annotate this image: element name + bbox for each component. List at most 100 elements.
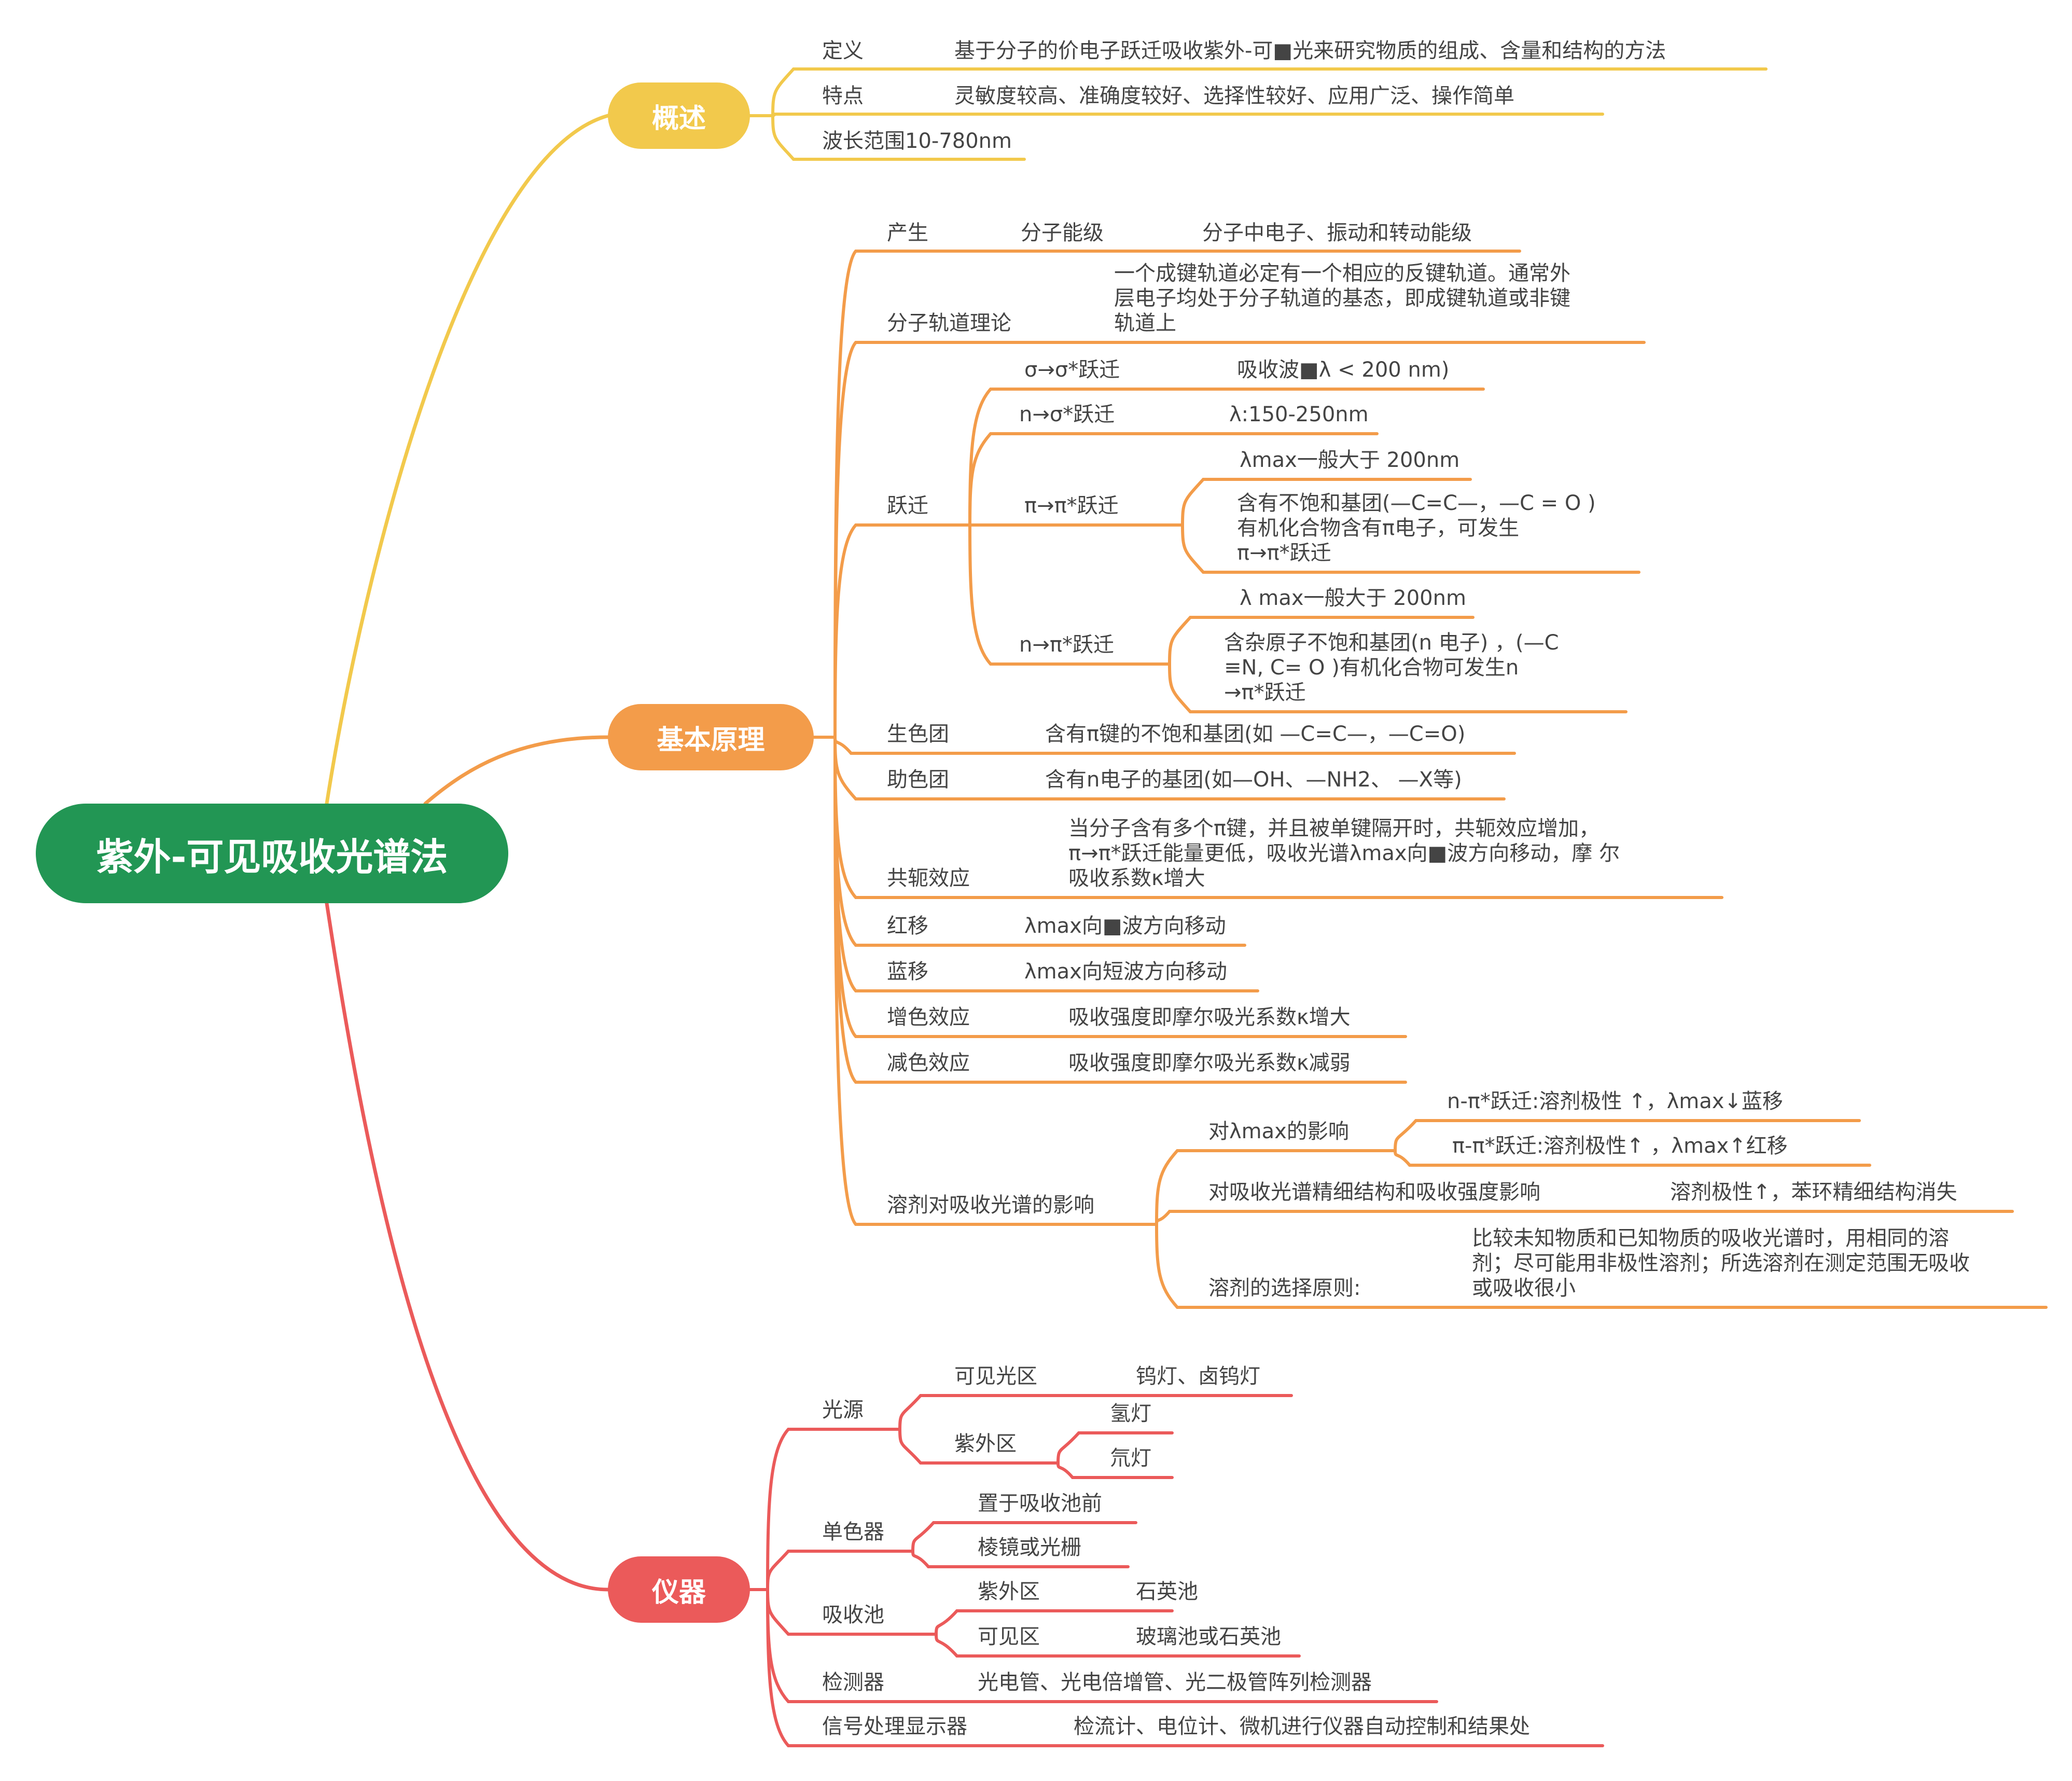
- instrument-leaf-line: [1056, 1461, 1174, 1479]
- instrument-sub-value: 钨灯、卤钨灯: [1136, 1364, 1260, 1388]
- node-instrument[interactable]: 仪器: [608, 1556, 750, 1623]
- principle-row-line: [833, 736, 1158, 1226]
- instrument-sub-line: [911, 1550, 1130, 1568]
- principle-value: 当分子含有多个π键，并且被单键隔开时，共轭效应增加，: [1068, 817, 1600, 840]
- instrument-sub-value: 石英池: [1136, 1580, 1198, 1604]
- transition-item-value: λ:150-250nm: [1229, 403, 1369, 426]
- principle-value: 含有n电子的基团(如—OH、—NH2、 —X等): [1045, 768, 1462, 792]
- principle-value: 层电子均处于分子轨道的基态，即成键轨道或非键: [1114, 286, 1570, 310]
- transition-detail-line: [1168, 662, 1628, 713]
- instrument-row-line: [766, 1588, 1604, 1747]
- transition-item-label: n→σ*跃迁: [1019, 403, 1115, 426]
- transition-detail: →π*跃迁: [1224, 681, 1306, 705]
- instrument-sub-label: 紫外区: [978, 1580, 1040, 1604]
- node-overview[interactable]: 概述: [608, 82, 750, 149]
- instrument-sub-label: 棱镜或光栅: [978, 1536, 1081, 1559]
- overview-row-line: [771, 67, 1768, 117]
- instrument-row-line: [766, 1550, 914, 1591]
- branch-principle: [423, 735, 610, 806]
- transition-detail-line: [1181, 523, 1640, 574]
- transition-detail: λmax一般大于 200nm: [1240, 448, 1460, 472]
- transition-row-line: [968, 523, 1171, 666]
- solvent-lambda-line: [1394, 1149, 1871, 1167]
- root-node[interactable]: 紫外-可见吸收光谱法: [36, 804, 508, 903]
- principle-label: 红移: [887, 914, 928, 938]
- solvent-label: 溶剂对吸收光谱的影响: [887, 1193, 1094, 1217]
- instrument-sub-label: 可见区: [978, 1625, 1040, 1649]
- principle-label: 分子轨道理论: [887, 311, 1011, 335]
- transition-detail: π→π*跃迁: [1237, 541, 1331, 565]
- solvent-fine-label: 对吸收光谱精细结构和吸收强度影响: [1208, 1180, 1540, 1204]
- instrument-label: 吸收池: [822, 1603, 884, 1627]
- instrument-sub-value: 玻璃池或石英池: [1136, 1625, 1281, 1649]
- principle-value: 分子中电子、振动和转动能级: [1202, 221, 1472, 245]
- instrument-label: 光源: [822, 1398, 864, 1422]
- instrument-label: 单色器: [822, 1520, 884, 1544]
- transition-row-line: [968, 432, 1379, 527]
- transition-label: 跃迁: [887, 494, 928, 518]
- instrument-sub-line: [935, 1609, 1174, 1636]
- solvent-lambda-item: π-π*跃迁:溶剂极性↑ ，λmax↑红移: [1452, 1134, 1788, 1158]
- principle-label: 生色团: [887, 722, 949, 746]
- principle-value: 吸收强度即摩尔吸光系数κ增大: [1068, 1005, 1351, 1029]
- principle-label: 增色效应: [887, 1005, 970, 1029]
- transition-item-label: π→π*跃迁: [1024, 494, 1119, 518]
- solvent-choice-label: 溶剂的选择原则:: [1208, 1276, 1361, 1300]
- branch-overview: [325, 114, 610, 806]
- solvent-choice-value: 剂；尽可能用非极性溶剂；所选溶剂在测定范围无吸收: [1472, 1251, 1970, 1275]
- instrument-sub-line: [898, 1394, 1293, 1431]
- principle-sublabel: 分子能级: [1021, 221, 1104, 245]
- node-principle[interactable]: 基本原理: [608, 704, 814, 770]
- transition-item-label: n→π*跃迁: [1019, 633, 1114, 657]
- transition-detail: ≡N, C= O )有机化合物可发生n: [1224, 656, 1519, 680]
- transition-detail-line: [1168, 616, 1475, 666]
- instrument-sub-label: 置于吸收池前: [978, 1492, 1102, 1515]
- instrument-sub-line: [898, 1428, 1060, 1465]
- instrument-value: 光电管、光电倍增管、光二极管阵列检测器: [978, 1670, 1372, 1694]
- solvent-row-line: [1155, 1210, 2014, 1226]
- principle-value: 吸收系数κ增大: [1068, 866, 1205, 890]
- instrument-sub-label: 可见光区: [954, 1364, 1037, 1388]
- instrument-sub-line: [911, 1521, 1137, 1553]
- instrument-sub-label: 紫外区: [954, 1432, 1017, 1456]
- solvent-choice-value: 或吸收很小: [1472, 1276, 1576, 1300]
- solvent-lambda-label: 对λmax的影响: [1208, 1120, 1349, 1143]
- overview-row-line: [771, 114, 1026, 161]
- overview-item-value: 灵敏度较高、准确度较好、选择性较好、应用广泛、操作简单: [954, 84, 1514, 108]
- overview-item-label: 波长范围10-780nm: [822, 129, 1012, 153]
- principle-value: 轨道上: [1114, 311, 1176, 335]
- transition-detail: 含有不饱和基团(—C=C—，—C = O ): [1237, 491, 1596, 515]
- principle-row-line: [833, 523, 971, 739]
- instrument-label: 信号处理显示器: [822, 1715, 967, 1738]
- transition-detail: 含杂原子不饱和基团(n 电子) ，(—C: [1224, 631, 1559, 655]
- principle-label: 蓝移: [887, 960, 928, 984]
- instrument-leaf: 氘灯: [1110, 1446, 1151, 1470]
- instrument-leaf-line: [1056, 1431, 1174, 1465]
- transition-item-label: σ→σ*跃迁: [1024, 358, 1120, 382]
- principle-label: 共轭效应: [887, 866, 970, 890]
- solvent-lambda-item: n-π*跃迁:溶剂极性 ↑，λmax↓蓝移: [1447, 1089, 1783, 1113]
- overview-item-label: 定义: [822, 39, 864, 63]
- principle-value: 吸收强度即摩尔吸光系数κ减弱: [1068, 1051, 1351, 1075]
- principle-value: π→π*跃迁能量更低，吸收光谱λmax向■波方向移动，摩 尔: [1068, 841, 1620, 865]
- principle-value: λmax向■波方向移动: [1024, 914, 1226, 938]
- principle-label: 产生: [887, 221, 928, 245]
- branch-instrument: [325, 901, 610, 1592]
- instrument-label: 检测器: [822, 1670, 884, 1694]
- principle-label: 减色效应: [887, 1051, 970, 1075]
- transition-detail: λ max一般大于 200nm: [1240, 586, 1466, 610]
- principle-value: λmax向短波方向移动: [1024, 960, 1227, 984]
- transition-item-value: 吸收波■λ < 200 nm): [1237, 358, 1450, 382]
- solvent-row-line: [1155, 1149, 1397, 1226]
- solvent-row-line: [1155, 1223, 2048, 1309]
- principle-label: 助色团: [887, 768, 949, 792]
- instrument-sub-line: [935, 1633, 1301, 1658]
- instrument-value: 检流计、电位计、微机进行仪器自动控制和结果处: [1074, 1715, 1530, 1738]
- solvent-lambda-line: [1394, 1119, 1861, 1152]
- transition-detail-line: [1181, 478, 1472, 527]
- overview-row-line: [771, 113, 1604, 117]
- principle-value: 一个成键轨道必定有一个相应的反键轨道。通常外: [1114, 261, 1570, 285]
- instrument-leaf: 氢灯: [1110, 1402, 1151, 1426]
- solvent-fine-value: 溶剂极性↑，苯环精细结构消失: [1670, 1180, 1957, 1204]
- instrument-row-line: [766, 1428, 901, 1591]
